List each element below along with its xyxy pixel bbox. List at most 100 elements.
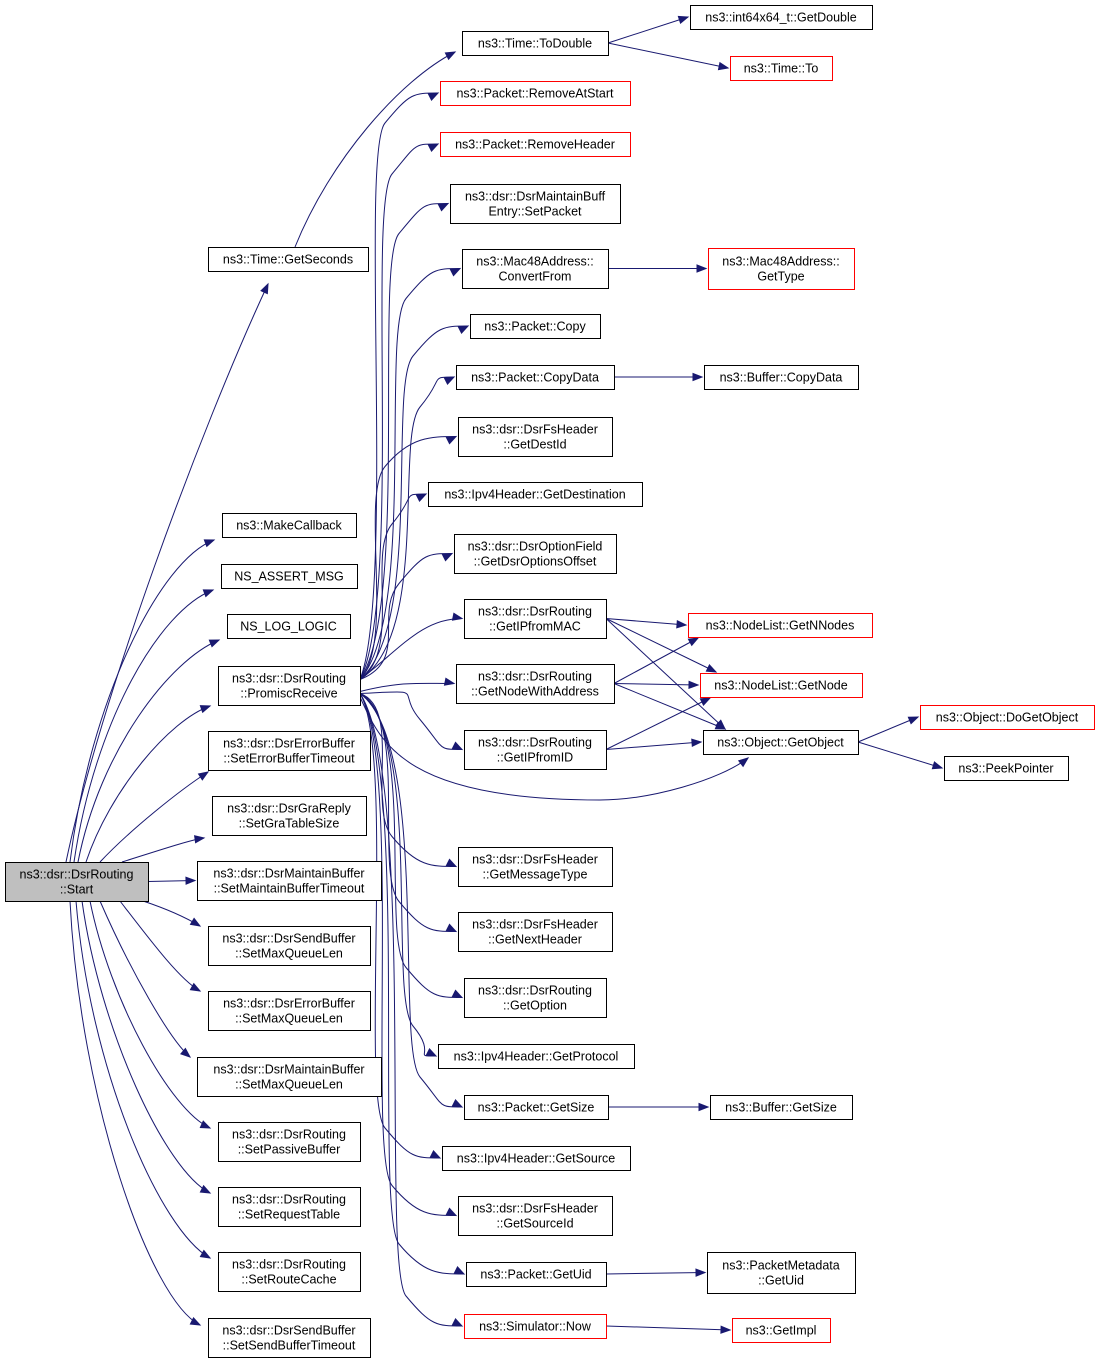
node-getipfrommac[interactable]: ns3::dsr::DsrRouting::GetIPfromMAC <box>464 599 607 639</box>
node-removeheader[interactable]: ns3::Packet::RemoveHeader <box>440 132 631 157</box>
node-label: ns3::Packet::RemoveAtStart <box>456 87 614 101</box>
arrowhead <box>451 989 464 999</box>
node-convertfrom[interactable]: ns3::Mac48Address::ConvertFrom <box>462 249 609 289</box>
node-label: ns3::Ipv4Header::GetProtocol <box>454 1050 619 1064</box>
arrowhead <box>202 589 215 598</box>
node-label: ::SetPassiveBuffer <box>238 1143 341 1157</box>
node-peekpointer[interactable]: ns3::PeekPointer <box>944 756 1069 781</box>
node-metagetuid[interactable]: ns3::PacketMetadata::GetUid <box>707 1252 856 1294</box>
node-bufgetsize[interactable]: ns3::Buffer::GetSize <box>710 1095 853 1120</box>
node-box <box>208 991 371 1031</box>
arrowhead <box>208 639 221 648</box>
node-setreqtable[interactable]: ns3::dsr::DsrRouting::SetRequestTable <box>218 1187 361 1227</box>
node-setpassive[interactable]: ns3::dsr::DsrRouting::SetPassiveBuffer <box>218 1122 361 1162</box>
arrowhead <box>445 435 458 445</box>
arrowhead <box>717 61 730 71</box>
arrowhead <box>449 267 462 277</box>
node-box <box>197 861 382 901</box>
node-seterrtimeout[interactable]: ns3::dsr::DsrErrorBuffer::SetErrorBuffer… <box>208 731 371 771</box>
edge-line <box>607 42 729 69</box>
node-setsendtimeout[interactable]: ns3::dsr::DsrSendBuffer::SetSendBufferTi… <box>208 1318 371 1358</box>
node-box <box>690 5 873 30</box>
node-label: ns3::dsr::DsrRouting <box>232 1128 346 1142</box>
node-pgetsize[interactable]: ns3::Packet::GetSize <box>464 1095 609 1120</box>
arrowhead <box>696 264 708 273</box>
arrowhead <box>688 680 700 690</box>
edge-line <box>359 618 463 680</box>
node-box <box>458 1196 613 1236</box>
node-macgettype[interactable]: ns3::Mac48Address::GetType <box>708 248 855 290</box>
edge-line <box>359 693 441 1159</box>
node-getipfromid[interactable]: ns3::dsr::DsrRouting::GetIPfromID <box>464 730 607 770</box>
node-getobject[interactable]: ns3::Object::GetObject <box>703 730 859 755</box>
node-label: ns3::Packet::GetUid <box>480 1268 591 1282</box>
node-getsourceid[interactable]: ns3::dsr::DsrFsHeader::GetSourceId <box>458 1196 613 1236</box>
edge-getnodewithaddr-to-getnnodes <box>613 637 700 684</box>
edge-line <box>613 637 699 684</box>
node-bufcopydata[interactable]: ns3::Buffer::CopyData <box>704 365 859 390</box>
node-label: ns3::MakeCallback <box>236 519 342 533</box>
node-label: ns3::Object::DoGetObject <box>936 711 1079 725</box>
node-getseconds[interactable]: ns3::Time::GetSeconds <box>208 247 369 272</box>
node-getoption[interactable]: ns3::dsr::DsrRouting::GetOption <box>464 978 607 1018</box>
node-setroutecache[interactable]: ns3::dsr::DsrRouting::SetRouteCache <box>218 1252 361 1292</box>
edge-todouble-to-int64getdouble <box>607 15 690 44</box>
node-todouble[interactable]: ns3::Time::ToDouble <box>462 31 609 56</box>
node-getmsgtype[interactable]: ns3::dsr::DsrFsHeader::GetMessageType <box>458 847 613 887</box>
node-loglogic[interactable]: NS_LOG_LOGIC <box>227 614 351 639</box>
arrowhead <box>189 1316 202 1326</box>
node-sendmaxq[interactable]: ns3::dsr::DsrSendBuffer::SetMaxQueueLen <box>208 926 371 966</box>
node-setmainttimeout[interactable]: ns3::dsr::DsrMaintainBuffer::SetMaintain… <box>197 861 382 901</box>
node-pcopy[interactable]: ns3::Packet::Copy <box>470 314 601 339</box>
node-getsource[interactable]: ns3::Ipv4Header::GetSource <box>442 1146 631 1171</box>
node-errmaxq[interactable]: ns3::dsr::DsrErrorBuffer::SetMaxQueueLen <box>208 991 371 1031</box>
node-getdestid[interactable]: ns3::dsr::DsrFsHeader::GetDestId <box>458 417 613 457</box>
edge-line <box>605 741 702 750</box>
node-box <box>458 417 613 457</box>
node-getdestination[interactable]: ns3::Ipv4Header::GetDestination <box>428 482 643 507</box>
arrowhead <box>451 1317 464 1327</box>
node-getnexthdr[interactable]: ns3::dsr::DsrFsHeader::GetNextHeader <box>458 912 613 952</box>
edge-line <box>99 771 209 863</box>
node-box <box>708 248 855 290</box>
node-dogetobject[interactable]: ns3::Object::DoGetObject <box>920 705 1095 730</box>
node-maintmaxq[interactable]: ns3::dsr::DsrMaintainBuffer::SetMaxQueue… <box>197 1057 382 1097</box>
arrowhead <box>453 1265 466 1275</box>
node-label: ns3::GetImpl <box>746 1324 817 1338</box>
node-simnow[interactable]: ns3::Simulator::Now <box>464 1314 607 1339</box>
node-timeto[interactable]: ns3::Time::To <box>730 56 833 81</box>
edge-getipfrommac-to-getnnodes <box>605 618 688 629</box>
edge-line <box>99 900 191 1058</box>
node-box <box>218 666 361 706</box>
node-int64getdouble[interactable]: ns3::int64x64_t::GetDouble <box>690 5 873 30</box>
node-getnode[interactable]: ns3::NodeList::GetNode <box>700 673 863 698</box>
node-getnnodes[interactable]: ns3::NodeList::GetNNodes <box>688 613 873 638</box>
arrowhead <box>425 1047 438 1057</box>
node-label: ::SetErrorBufferTimeout <box>223 752 355 766</box>
node-makecallback[interactable]: ns3::MakeCallback <box>222 513 357 538</box>
node-box <box>442 1146 631 1171</box>
node-label: ::SetRequestTable <box>238 1208 340 1222</box>
arrowhead <box>415 493 428 503</box>
node-pcopydata[interactable]: ns3::Packet::CopyData <box>456 365 615 390</box>
node-setgratable[interactable]: ns3::dsr::DsrGraReply::SetGraTableSize <box>212 796 367 836</box>
node-assertmsg[interactable]: NS_ASSERT_MSG <box>221 564 358 589</box>
node-setpacket[interactable]: ns3::dsr::DsrMaintainBuffEntry::SetPacke… <box>450 184 621 224</box>
node-removeatstart[interactable]: ns3::Packet::RemoveAtStart <box>440 81 631 106</box>
arrowhead <box>441 552 454 562</box>
edge-line <box>605 618 717 673</box>
node-promisc[interactable]: ns3::dsr::DsrRouting::PromiscReceive <box>218 666 361 706</box>
node-pgetuid[interactable]: ns3::Packet::GetUid <box>466 1262 607 1287</box>
arrowhead <box>451 1098 464 1108</box>
edge-line <box>605 1272 706 1275</box>
node-label: ::GetDsrOptionsOffset <box>474 555 597 569</box>
node-getnodewithaddr[interactable]: ns3::dsr::DsrRouting::GetNodeWithAddress <box>456 664 615 704</box>
arrowhead <box>445 858 458 868</box>
edge-start-to-setgratable <box>121 835 206 863</box>
edge-getipfrommac-to-getnode <box>605 618 718 673</box>
node-getprotocol[interactable]: ns3::Ipv4Header::GetProtocol <box>438 1044 635 1069</box>
node-getimpl[interactable]: ns3::GetImpl <box>732 1318 831 1343</box>
node-getdsroffset[interactable]: ns3::dsr::DsrOptionField::GetDsrOptionsO… <box>454 534 617 574</box>
node-start[interactable]: ns3::dsr::DsrRouting::Start <box>5 862 149 902</box>
arrowhead <box>445 1207 458 1217</box>
